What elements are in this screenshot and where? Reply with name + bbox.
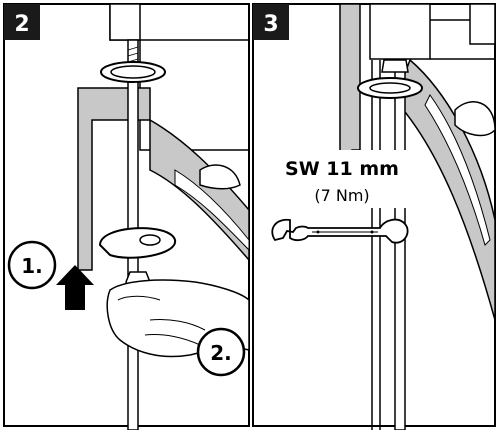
hand-thumb-line [117,295,161,301]
hose-inner [174,169,250,252]
callout-circle-1 [7,240,57,290]
side-fitting [469,3,496,45]
callout-label-1: 1. [21,254,43,278]
step-number: 2 [14,12,29,37]
step-badge [4,4,40,40]
step-badge [253,4,289,40]
callout-label-2: 2. [210,341,232,365]
spec-backdrop [270,150,415,208]
torque-label: (7 Nm) [314,186,369,205]
step-number: 3 [263,12,278,37]
washer-inner [110,65,156,79]
panel-frame [252,3,496,427]
up-arrow-icon [56,265,94,310]
panel-step-3: SW 11 mm (7 Nm) 3 [252,3,496,431]
wrench-icon [271,218,409,244]
supply-hose [394,58,496,321]
hose-clamp [199,164,241,190]
faucet-base [109,3,141,41]
panel-step-2: 2 1. 2. [3,3,250,431]
hose-inner [424,94,491,246]
hand-finger-lines [144,319,206,346]
threaded-rod [394,59,406,431]
hose-clamp [454,101,496,137]
washer-inner [369,82,411,94]
callout-circle-2 [196,327,246,377]
nut-icon [381,59,409,73]
wrench-size-label: SW 11 mm [285,158,399,180]
horseshoe-hole [139,234,161,246]
faucet-base [369,3,431,60]
